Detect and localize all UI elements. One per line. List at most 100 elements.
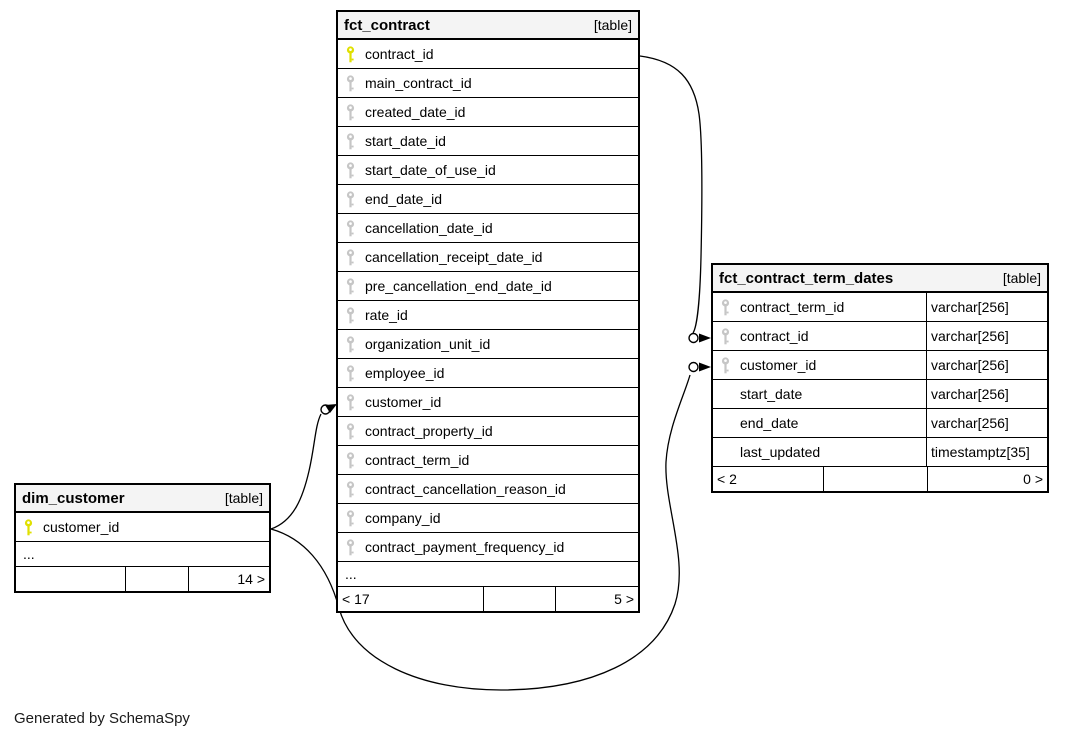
foreign-key-icon — [345, 190, 356, 208]
column-name: end_date_id — [365, 191, 443, 207]
more-columns-row: ... — [16, 542, 269, 567]
table-type-tag: [table] — [593, 17, 632, 33]
ellipsis-label: ... — [345, 566, 357, 582]
column-name: contract_property_id — [365, 423, 493, 439]
column-name: main_contract_id — [365, 75, 472, 91]
table-node-fct_contract_term_dates[interactable]: fct_contract_term_dates[table] contract_t… — [711, 263, 1049, 493]
column-name: pre_cancellation_end_date_id — [365, 278, 552, 294]
column-name: contract_id — [740, 328, 809, 344]
table-header[interactable]: fct_contract_term_dates[table] — [713, 265, 1047, 293]
column-name: last_updated — [740, 444, 821, 460]
column-name-cell: customer_id — [338, 388, 638, 416]
column-row: pre_cancellation_end_date_id — [338, 272, 638, 301]
column-name: customer_id — [740, 357, 817, 373]
arrowhead-icon — [699, 333, 711, 343]
arrowhead-icon — [699, 362, 711, 372]
column-name: employee_id — [365, 365, 445, 381]
foreign-key-icon — [345, 509, 356, 527]
column-row: cancellation_date_id — [338, 214, 638, 243]
column-name: created_date_id — [365, 104, 466, 120]
column-name-cell: contract_payment_frequency_id — [338, 533, 638, 561]
foreign-key-icon — [720, 356, 731, 374]
column-name-cell: contract_property_id — [338, 417, 638, 445]
column-name: customer_id — [365, 394, 442, 410]
column-name: start_date_of_use_id — [365, 162, 496, 178]
ellipsis-label: ... — [23, 546, 35, 562]
primary-key-icon — [345, 45, 356, 63]
column-row: start_date_of_use_id — [338, 156, 638, 185]
column-name: contract_term_id — [740, 299, 845, 315]
foreign-key-icon — [345, 277, 356, 295]
primary-key-icon — [23, 518, 34, 536]
column-name-cell: created_date_id — [338, 98, 638, 126]
column-name-cell: contract_term_id — [338, 446, 638, 474]
table-footer: < 2 0 > — [713, 467, 1047, 491]
column-name-cell: customer_id — [713, 351, 926, 379]
column-row: created_date_id — [338, 98, 638, 127]
column-row: start_date_id — [338, 127, 638, 156]
column-name-cell: start_date_id — [338, 127, 638, 155]
foreign-key-icon — [345, 451, 356, 469]
relation-dim_customer-customer_id-to-fct_contract-customer_id — [270, 413, 322, 530]
column-name: start_date_id — [365, 133, 446, 149]
column-name: company_id — [365, 510, 441, 526]
column-name-cell: end_date — [713, 409, 926, 437]
zero-or-one-marker — [320, 404, 331, 415]
column-name-cell: contract_id — [713, 322, 926, 350]
column-name: contract_payment_frequency_id — [365, 539, 565, 555]
table-name: fct_contract_term_dates — [719, 269, 894, 287]
table-footer: < 17 5 > — [338, 587, 638, 611]
foreign-key-icon — [345, 74, 356, 92]
table-header[interactable]: dim_customer[table] — [16, 485, 269, 513]
related-count-right: 0 > — [927, 467, 1047, 491]
column-name-cell: end_date_id — [338, 185, 638, 213]
foreign-key-icon — [345, 480, 356, 498]
column-name-cell: cancellation_date_id — [338, 214, 638, 242]
column-type: varchar[256] — [926, 380, 1047, 408]
table-node-dim_customer[interactable]: dim_customer[table]customer_id...14 > — [14, 483, 271, 593]
column-row: contract_cancellation_reason_id — [338, 475, 638, 504]
related-count-left: < 17 — [342, 591, 370, 607]
column-row: rate_id — [338, 301, 638, 330]
column-row: contract_id — [338, 40, 638, 69]
column-name: customer_id — [43, 519, 120, 535]
related-count-right: 5 > — [555, 587, 638, 611]
column-name-cell: rate_id — [338, 301, 638, 329]
column-row: last_updated timestamptz[35] — [713, 438, 1047, 467]
column-row: main_contract_id — [338, 69, 638, 98]
column-name: cancellation_date_id — [365, 220, 493, 236]
foreign-key-icon — [345, 422, 356, 440]
column-name: cancellation_receipt_date_id — [365, 249, 543, 265]
column-type: varchar[256] — [926, 322, 1047, 350]
foreign-key-icon — [720, 327, 731, 345]
column-row: company_id — [338, 504, 638, 533]
generated-by-note: Generated by SchemaSpy — [14, 710, 190, 727]
table-name: fct_contract — [344, 16, 430, 34]
foreign-key-icon — [345, 393, 356, 411]
column-name-cell: cancellation_receipt_date_id — [338, 243, 638, 271]
foreign-key-icon — [345, 538, 356, 556]
column-name-cell: contract_id — [338, 40, 638, 68]
column-row: cancellation_receipt_date_id — [338, 243, 638, 272]
foreign-key-icon — [345, 103, 356, 121]
column-name-cell: customer_id — [16, 513, 269, 541]
column-name: end_date — [740, 415, 799, 431]
table-type-tag: [table] — [224, 490, 263, 506]
column-type: timestamptz[35] — [926, 438, 1047, 466]
foreign-key-icon — [345, 248, 356, 266]
related-count-left: < 2 — [717, 471, 737, 487]
column-row: end_date_id — [338, 185, 638, 214]
table-header[interactable]: fct_contract [table] — [338, 12, 638, 40]
table-node-fct_contract[interactable]: fct_contract [table] contract_id main_contr… — [336, 10, 640, 613]
footer-middle-cell — [125, 567, 188, 591]
no-key-spacer — [720, 386, 731, 403]
column-name: contract_cancellation_reason_id — [365, 481, 566, 497]
foreign-key-icon — [345, 219, 356, 237]
no-key-spacer — [720, 444, 731, 461]
column-row: employee_id — [338, 359, 638, 388]
column-name-cell: contract_term_id — [713, 293, 926, 321]
